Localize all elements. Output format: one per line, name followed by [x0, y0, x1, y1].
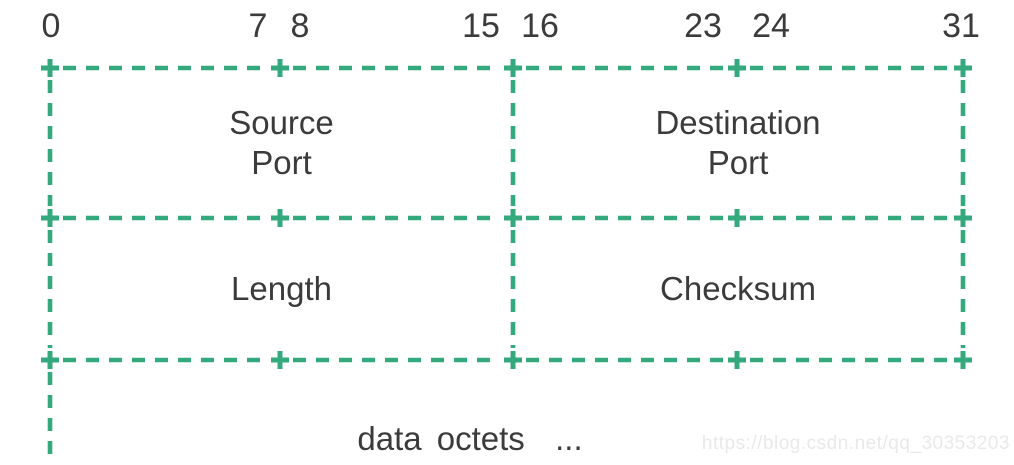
- field-label-line: Port: [251, 144, 312, 181]
- bit-label-23: 23: [684, 7, 722, 45]
- field-checksum: Checksum: [513, 218, 963, 360]
- bit-label-7: 7: [248, 7, 268, 45]
- bit-label-24: 24: [752, 7, 790, 45]
- bit-label-8: 8: [290, 7, 310, 45]
- field-label-line: Checksum: [660, 270, 816, 307]
- watermark: https://blog.csdn.net/qq_30353203: [701, 433, 1010, 454]
- field-label-line: Port: [707, 144, 769, 181]
- field-label-line: Destination: [655, 104, 821, 141]
- field-source-port: Source Port: [50, 68, 513, 218]
- field-destination-port: Destination Port: [513, 68, 963, 218]
- bit-label-15: 15: [462, 7, 500, 45]
- field-label-line: Source: [229, 104, 334, 141]
- field-label-line: Length: [231, 270, 332, 307]
- bit-label-16: 16: [521, 7, 559, 45]
- grid-plus-marks: [41, 59, 972, 369]
- bit-label-31: 31: [942, 7, 980, 45]
- bit-label-0: 0: [41, 7, 61, 45]
- payload-label: data octets ...: [357, 420, 583, 457]
- field-length: Length: [50, 218, 513, 360]
